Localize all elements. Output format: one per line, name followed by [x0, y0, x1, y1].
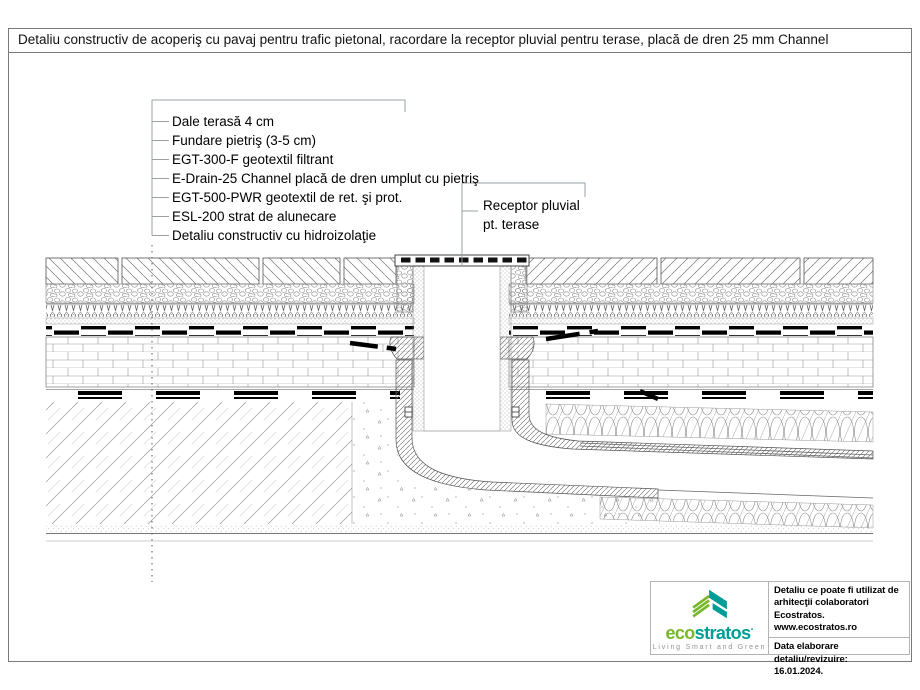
logo-eco-text: eco	[665, 622, 695, 643]
waterproofing-membrane	[46, 388, 873, 402]
layer-label-fundare: Fundare pietriş (3-5 cm)	[172, 133, 317, 148]
slip-layer-membrane	[46, 326, 873, 336]
layer-label-egt500: EGT-500-PWR geotextil de ret. şi prot.	[172, 190, 403, 205]
receptor-annotation: Receptor pluvial pt. terase	[483, 196, 580, 234]
title-block-text-column: Detaliu ce poate fi utilizat de arhitecţ…	[769, 582, 909, 677]
website-text: www.ecostratos.ro	[774, 622, 857, 634]
receptor-label-line2: pt. terase	[483, 217, 540, 232]
layer-annotations: Dale terasă 4 cm Fundare pietriş (3-5 cm…	[172, 112, 479, 245]
ceiling-bands	[46, 524, 873, 542]
gravel-bedding-layer	[45, 283, 874, 304]
logo-cell: ecostratos· Living Smart and Green	[651, 582, 769, 654]
layer-label-dale: Dale terasă 4 cm	[172, 114, 275, 129]
leader-lines	[151, 99, 586, 266]
logo-stratos-text: stratos	[694, 622, 751, 643]
logo-wordmark: ecostratos·	[665, 621, 754, 643]
revision-cell: Data elaborare detaliu/revizuire: 16.01.…	[769, 638, 909, 681]
screed-layer	[45, 336, 874, 388]
revision-date: 16.01.2024.	[774, 666, 824, 678]
sloped-concrete-fill	[352, 402, 660, 524]
logo-tagline: Living Smart and Green	[652, 643, 767, 651]
concrete-slab-layer	[46, 402, 353, 524]
logo-trademark-dot: ·	[750, 623, 754, 636]
insulation-layer	[545, 403, 874, 529]
title-block: ecostratos· Living Smart and Green Detal…	[650, 581, 910, 677]
layer-label-egt300: EGT-300-F geotextil filtrant	[172, 152, 334, 167]
drain-plate-layer	[45, 303, 874, 325]
layer-label-hidro: Detaliu constructiv cu hidroizolaţie	[172, 228, 377, 243]
rain-receptor-shaft	[396, 261, 528, 432]
layer-label-edrain: E-Drain-25 Channel placă de dren umplut …	[172, 171, 479, 186]
sheet-frame	[8, 28, 912, 662]
membrane-turnups	[349, 328, 599, 352]
usage-note-cell: Detaliu ce poate fi utilizat de arhitecţ…	[769, 582, 909, 639]
sheet-title: Detaliu constructiv de acoperiş cu pavaj…	[18, 32, 898, 48]
ecostratos-logo-icon	[691, 589, 727, 618]
clamp-bolts	[404, 406, 520, 418]
revision-label: Data elaborare detaliu/revizuire:	[774, 641, 848, 665]
receptor-label-line1: Receptor pluvial	[483, 198, 580, 213]
layer-label-esl200: ESL-200 strat de alunecare	[172, 209, 337, 224]
usage-note-text: Detaliu ce poate fi utilizat de arhitecţ…	[774, 585, 899, 621]
sheet-title-text: Detaliu constructiv de acoperiş cu pavaj…	[18, 32, 829, 47]
